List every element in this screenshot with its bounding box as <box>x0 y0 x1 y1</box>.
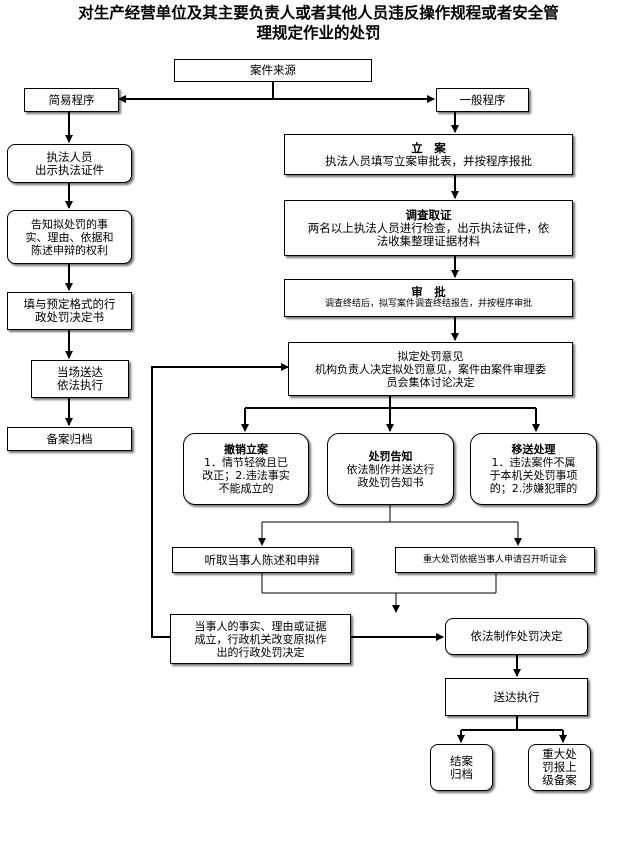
node-notice-title: 处罚告知 <box>368 449 413 463</box>
node-deliver-on-site: 当场送达 依法执行 <box>31 360 129 398</box>
node-filing-title: 立 案 <box>411 140 446 155</box>
node-transfer-title: 移送处理 <box>511 443 556 456</box>
node-review: 审 批 调查终结后，拟写案件调查终结报告，并按程序审批 <box>284 279 573 317</box>
node-archive: 备案归档 <box>7 427 132 451</box>
node-notice-body: 依法制作并送达行 政处罚告知书 <box>346 462 435 489</box>
node-investigation-title: 调查取证 <box>405 207 452 222</box>
node-major-report: 重大处 罚报上 级备案 <box>528 744 591 791</box>
node-revoke-body: 1．情节轻微且已 改正；2.违法事实 不能成立的 <box>202 456 290 495</box>
node-hear-statement: 听取当事人陈述和申辩 <box>172 547 352 573</box>
node-inform-rights: 告知拟处罚的事 实、理由、依据和 陈述申辩的权利 <box>7 210 132 264</box>
diagram-title-line2: 理规定作业的处罚 <box>256 23 381 42</box>
node-general-procedure: 一般程序 <box>436 88 529 112</box>
node-penalty-notice: 处罚告知 依法制作并送达行 政处罚告知书 <box>327 433 454 505</box>
node-revoke-case: 撤销立案 1．情节轻微且已 改正；2.违法事实 不能成立的 <box>183 433 309 505</box>
node-transfer: 移送处理 1．违法案件不属 于本机关处罚事项 的；2.涉嫌犯罪的 <box>470 433 597 505</box>
node-show-certificate: 执法人员 出示执法证件 <box>7 144 132 183</box>
node-filing-body: 执法人员填写立案审批表，并按程序报批 <box>325 153 532 168</box>
node-deliver-execute: 送达执行 <box>445 678 588 716</box>
node-revoke-title: 撤销立案 <box>224 443 268 456</box>
node-investigation: 调查取证 两名以上执法人员进行检查，出示执法证件，依 法收集整理证据材料 <box>284 200 573 256</box>
node-case-source: 案件来源 <box>174 59 372 82</box>
node-fill-decision: 填与预定格式的行 政处罚决定书 <box>7 292 132 330</box>
node-hearing: 重大处罚依据当事人申请召开听证会 <box>395 547 595 573</box>
diagram-title-line1: 对生产经营单位及其主要负责人或者其他人员违反操作规程或者安全管 <box>78 3 559 22</box>
node-close-archive: 结案 归档 <box>430 744 493 791</box>
node-filing: 立 案 执法人员填写立案审批表，并按程序报批 <box>284 134 573 175</box>
node-review-body: 调查终结后，拟写案件调查终结报告，并按程序审批 <box>324 299 532 309</box>
connector-loop-back <box>151 363 289 638</box>
node-facts-established: 当事人的事实、理由或证据 成立，行政机关改变原拟作 出的行政处罚决定 <box>170 614 351 664</box>
node-investigation-body: 两名以上执法人员进行检查，出示执法证件，依 法收集整理证据材料 <box>307 220 550 248</box>
node-transfer-body: 1．违法案件不属 于本机关处罚事项 的；2.涉嫌犯罪的 <box>489 456 578 495</box>
node-make-decision: 依法制作处罚决定 <box>445 618 588 655</box>
node-review-title: 审 批 <box>411 285 446 299</box>
node-proposed-opinion: 拟定处罚意见 机构负责人决定拟处罚意见，案件由案件审理委 员会集体讨论决定 <box>288 342 573 396</box>
node-simple-procedure: 简易程序 <box>24 88 119 112</box>
